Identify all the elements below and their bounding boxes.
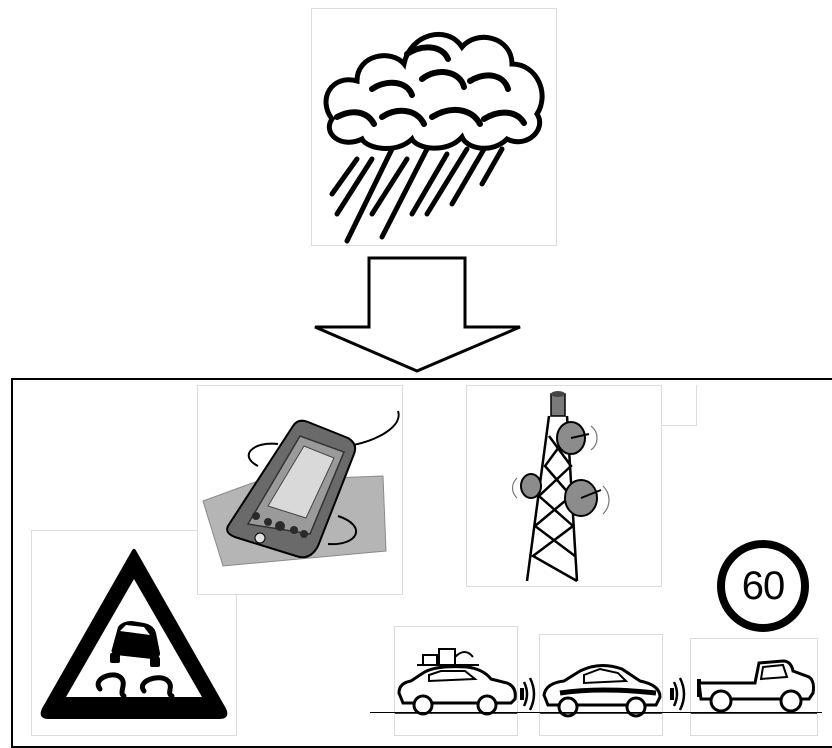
speed-limit-sign-icon: 60: [717, 540, 809, 632]
panel-notch: [662, 385, 697, 426]
communication-tower-icon: [467, 386, 661, 586]
pickup-truck-icon: [691, 639, 817, 735]
rain-cloud-tile: [311, 8, 557, 246]
sports-car-icon: [540, 635, 662, 735]
tower-tile: [466, 385, 662, 587]
wireless-signal-icon: [518, 676, 540, 712]
rain-cloud-icon: [312, 9, 556, 245]
wireless-signal-icon: [668, 676, 690, 712]
speed-limit-value: 60: [742, 564, 785, 609]
sports-car-tile: [539, 634, 663, 736]
car-with-luggage-tile: [394, 626, 518, 736]
satellite-dish-icon: [521, 422, 601, 516]
car-with-luggage-icon: [395, 627, 517, 735]
down-arrow-icon: [312, 255, 524, 375]
luggage-icon: [417, 649, 479, 665]
pickup-truck-tile: [690, 638, 818, 736]
pda-tile: [197, 385, 403, 595]
road-line: [370, 712, 822, 713]
rain-streaks: [332, 144, 502, 241]
pda-device-icon: [198, 386, 402, 594]
